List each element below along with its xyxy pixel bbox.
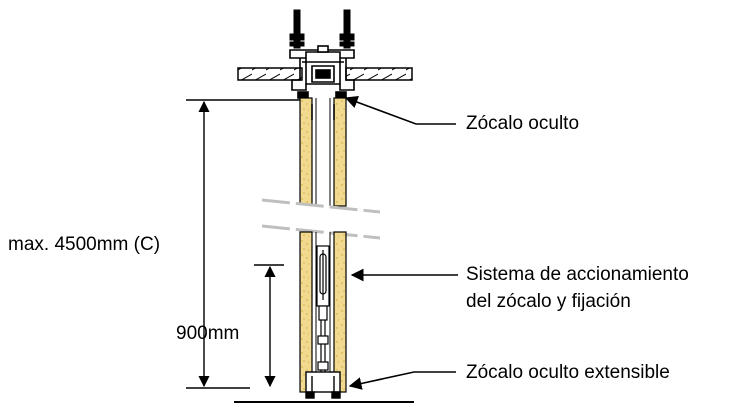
break-lines bbox=[261, 198, 381, 240]
label-max-height: max. 4500mm (C) bbox=[8, 234, 161, 255]
label-system-line1: Sistema de accionamiento bbox=[466, 264, 689, 285]
panel-lower bbox=[299, 231, 347, 393]
label-extensible-plinth: Zócalo oculto extensible bbox=[466, 362, 670, 383]
drive-mechanism bbox=[316, 245, 330, 372]
label-system-line2: del zócalo y fijación bbox=[466, 291, 631, 312]
label-top-plinth: Zócalo oculto bbox=[466, 113, 580, 134]
ceiling-slab bbox=[237, 67, 413, 81]
hanging-rods bbox=[289, 9, 355, 49]
bottom-plinth bbox=[305, 371, 341, 399]
panel-upper bbox=[299, 97, 347, 207]
dimension-900mm bbox=[254, 264, 284, 388]
leader-lines bbox=[344, 96, 458, 390]
top-bracket bbox=[289, 45, 355, 99]
dimension-max-height bbox=[186, 99, 300, 389]
label-900mm: 900mm bbox=[176, 323, 240, 344]
